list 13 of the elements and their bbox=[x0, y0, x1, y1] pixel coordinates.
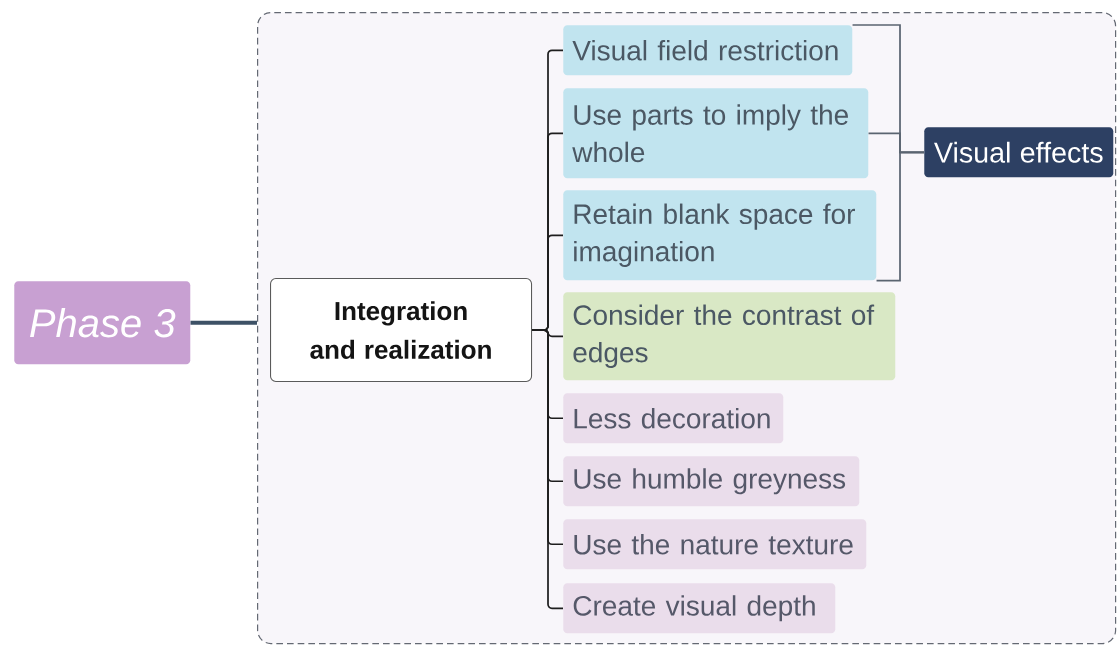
item-box: Use humble greyness bbox=[563, 456, 860, 507]
item-box: Retain blank space for imagination bbox=[563, 190, 877, 281]
bracket-line bbox=[875, 151, 925, 282]
item-box: Create visual depth bbox=[563, 583, 836, 634]
topic-box: Integration and realization bbox=[270, 278, 533, 383]
item-box: Consider the contrast of edges bbox=[563, 292, 896, 381]
phase-box: Phase 3 bbox=[14, 281, 191, 365]
item-box: Use parts to imply the whole bbox=[563, 88, 869, 179]
item-box: Use the nature texture bbox=[563, 519, 867, 570]
item-box: Visual field restriction bbox=[563, 25, 853, 76]
summary-box: Visual effects bbox=[924, 127, 1114, 178]
connector-line bbox=[190, 320, 257, 325]
item-box: Less decoration bbox=[563, 393, 784, 444]
